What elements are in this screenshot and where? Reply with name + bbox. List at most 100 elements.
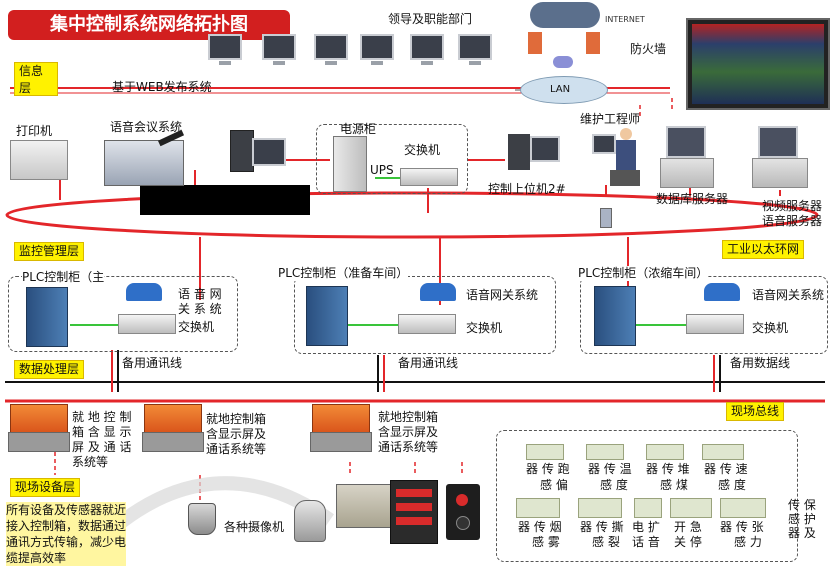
video-wall-screen (686, 18, 830, 110)
voice-gateway-icon (126, 283, 162, 301)
lan-label: LAN (550, 84, 571, 95)
sensor-icon (578, 498, 622, 518)
alarm-horn-icon (294, 500, 326, 542)
layer-label-field-device: 现场设备层 (10, 478, 81, 497)
sensor-icon (720, 498, 766, 518)
desktop-monitor (252, 138, 286, 166)
plc-switch-label: 交换机 (466, 321, 503, 335)
leaders-label: 领导及职能部门 (388, 12, 473, 26)
router-icon (553, 56, 573, 68)
sensor-icon (516, 498, 560, 518)
printer-icon (10, 140, 68, 180)
sensor-label-bottom: 感 度 (600, 478, 628, 492)
layer-label-info: 信息层 (14, 62, 58, 96)
sensor-label-bottom: 感 偏 (540, 478, 568, 492)
sensor-label-top: 器 传 烟 (518, 520, 562, 534)
sensor-label-top: 开 急 (674, 520, 702, 534)
sensor-panel (496, 430, 798, 562)
local-box-label: 就 地 控 制 箱 含 显 示 屏 及 通 话 系统等 (72, 410, 132, 469)
firewall-icon (586, 32, 600, 54)
workstation-monitor (208, 34, 242, 60)
power-cabinet-label: 电源柜 (340, 122, 377, 136)
sensor-label-top: 器 传 堆 (646, 462, 690, 476)
plc-gateway-label: 语音网关系统 (752, 288, 825, 302)
host-monitor (530, 136, 560, 162)
workstation-monitor (262, 34, 296, 60)
ring-switch-label: 交换机 (404, 143, 441, 157)
video-server-icon (752, 158, 808, 188)
sensor-icon (702, 444, 744, 460)
local-box-label: 就地控制箱 含显示屏及 通话系统等 (378, 410, 439, 454)
cameras-label: 各种摄像机 (224, 520, 285, 534)
sensor-label-bottom: 感 力 (734, 535, 762, 549)
layer-label-ethernet-ring: 工业以太环网 (722, 240, 805, 259)
page-title: 集中控制系统网络拓扑图 (8, 10, 290, 40)
video-server-label: 视频服务器 (762, 199, 823, 213)
sensor-label-bottom: 关 停 (674, 535, 702, 549)
web-system-label: 基于WEB发布系统 (112, 80, 212, 94)
firewall-label: 防火墙 (630, 42, 667, 56)
workstation-monitor (458, 34, 492, 60)
sensor-label-top: 器 传 撕 (580, 520, 624, 534)
sensor-label-top: 器 传 跑 (526, 462, 570, 476)
desktop-pc-icon (230, 130, 254, 172)
display-meter-icon (390, 480, 438, 544)
plc-title: PLC控制柜（浓缩车间） (578, 266, 709, 281)
plc-zone-main (8, 276, 238, 352)
host-pc-icon (508, 134, 530, 170)
control-button-box-icon (446, 484, 480, 540)
sensor-label-bottom: 感 裂 (592, 535, 620, 549)
voice-gateway-icon (704, 283, 740, 301)
sensor-label-bottom: 感 度 (718, 478, 746, 492)
sensor-icon (646, 444, 684, 460)
plc-cabinet-icon (594, 286, 636, 346)
sensor-icon (670, 498, 712, 518)
ring-switch-icon (400, 168, 458, 186)
sensor-icon (634, 498, 662, 518)
sensor-label-top: 器 传 速 (704, 462, 748, 476)
maintainer-label: 维护工程师 (580, 112, 641, 126)
internet-cloud-icon (530, 2, 600, 28)
engineer-icon (592, 128, 642, 190)
voice-gateway-icon (420, 283, 456, 301)
plc-cabinet-icon (306, 286, 348, 346)
host-label: 控制上位机2# (488, 182, 566, 196)
plc-title: PLC控制柜（准备车间） (278, 266, 409, 281)
workstation-monitor (410, 34, 444, 60)
firewall-icon (528, 32, 542, 54)
backup-line-label: 备用通讯线 (122, 356, 183, 370)
plc-switch-icon (398, 314, 456, 334)
plc-gateway-label: 语 音 网 关 系 统 (178, 287, 222, 316)
layer-label-monitor-mgmt: 监控管理层 (14, 242, 85, 261)
local-control-box-base (142, 432, 204, 452)
ups-label: UPS (370, 163, 394, 177)
workstation-monitor (314, 34, 348, 60)
local-control-box-icon (144, 404, 202, 434)
sensor-label-bottom: 感 煤 (660, 478, 688, 492)
sensor-icon (526, 444, 564, 460)
lan-ellipse (520, 76, 608, 104)
power-switch-zone (316, 124, 468, 194)
plc-switch-label: 交换机 (752, 321, 789, 335)
local-control-box-icon (10, 404, 68, 434)
db-server-label: 数据库服务器 (656, 192, 729, 206)
transceiver-icon (600, 208, 612, 228)
sensor-label-bottom: 感 雾 (532, 535, 560, 549)
db-server-monitor (666, 126, 706, 158)
voice-conf-device-icon (104, 140, 184, 186)
voice-conf-label: 语音会议系统 (110, 120, 183, 134)
plc-gateway-label: 语音网关系统 (466, 288, 539, 302)
plc-zone-prep (294, 276, 556, 354)
field-note: 所有设备及传感器就近 接入控制箱，数据通过 通讯方式传输，减少电 缆提高效率 (6, 502, 127, 566)
layer-label-data-processing: 数据处理层 (14, 360, 85, 379)
power-cabinet-icon (333, 136, 367, 192)
printer-label: 打印机 (16, 124, 53, 138)
local-control-box-base (310, 432, 372, 452)
plc-switch-icon (686, 314, 744, 334)
db-server-icon (660, 158, 714, 188)
local-control-box-icon (312, 404, 370, 434)
sensor-icon (586, 444, 624, 460)
sensor-label-top: 电 扩 (632, 520, 660, 534)
plc-title: PLC控制柜（主 (22, 270, 105, 285)
